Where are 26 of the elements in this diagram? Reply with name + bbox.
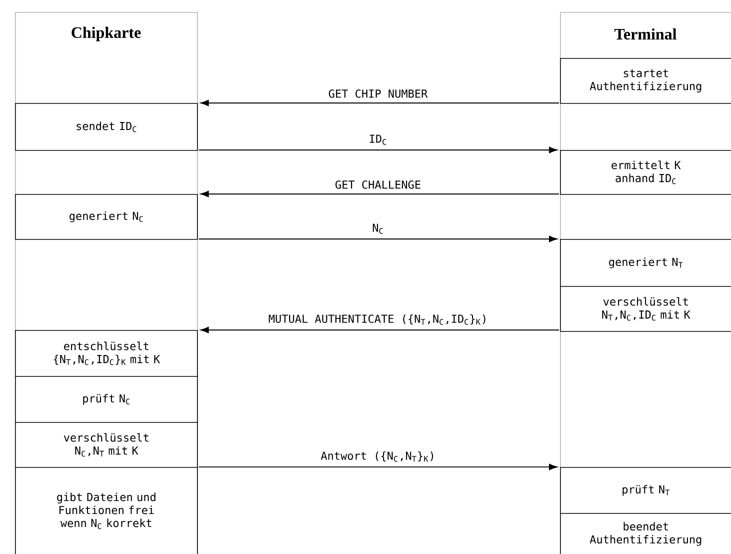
step-box: prüft N$_{C}$ (15, 376, 198, 423)
edge-label: ID$_{C}$ (370, 134, 386, 145)
message-arrow (200, 100, 560, 106)
step-box: verschlüsselt N$_{C}$,N$_{T}$ mit K (15, 422, 198, 468)
message-arrow (200, 190, 560, 198)
step-box: prüft N$_{T}$ (560, 466, 731, 514)
node-label: generiert N$_{T}$ (609, 258, 683, 268)
step-box: gibt Dateien und Funktionen frei wenn N$_{C}$ korrekt (15, 466, 198, 554)
step-box: ermittelt K anhand ID$_{C}$ (560, 150, 731, 195)
edge-label: MUTUAL AUTHENTICATE ({N$_{T}$,N$_{C}$,ID$_{C}$}$_{K}$) (268, 314, 486, 325)
message-arrow (198, 236, 558, 242)
step-box: generiert N$_{T}$ (560, 238, 731, 287)
step-box: entschlüsselt {N$_{T}$,N$_{C}$,ID$_{C}$}$_{K}$ mit K (15, 330, 198, 377)
message-arrow (198, 464, 558, 470)
edge-label: Antwort ({N$_{C}$,N$_{T}$}$_{K}$) (320, 451, 434, 462)
edge-label: GET CHIP NUMBER (328, 89, 428, 98)
edge-label: N$_{C}$ (372, 224, 383, 234)
step-box: generiert N$_{C}$ (15, 194, 198, 240)
step-box: verschlüsselt N$_{T}$,N$_{C}$,ID$_{C}$ mit K (560, 286, 731, 332)
step-box: beendet Authentifizierung (560, 512, 731, 554)
message-arrow (200, 326, 560, 334)
message-arrow (198, 146, 558, 154)
step-box: sendet ID$_{C}$ (15, 103, 198, 151)
step-box: startet Authentifizierung (560, 58, 731, 104)
edge-label: GET CHALLENGE (336, 180, 420, 189)
node-label: prüft N$_{T}$ (622, 485, 670, 496)
